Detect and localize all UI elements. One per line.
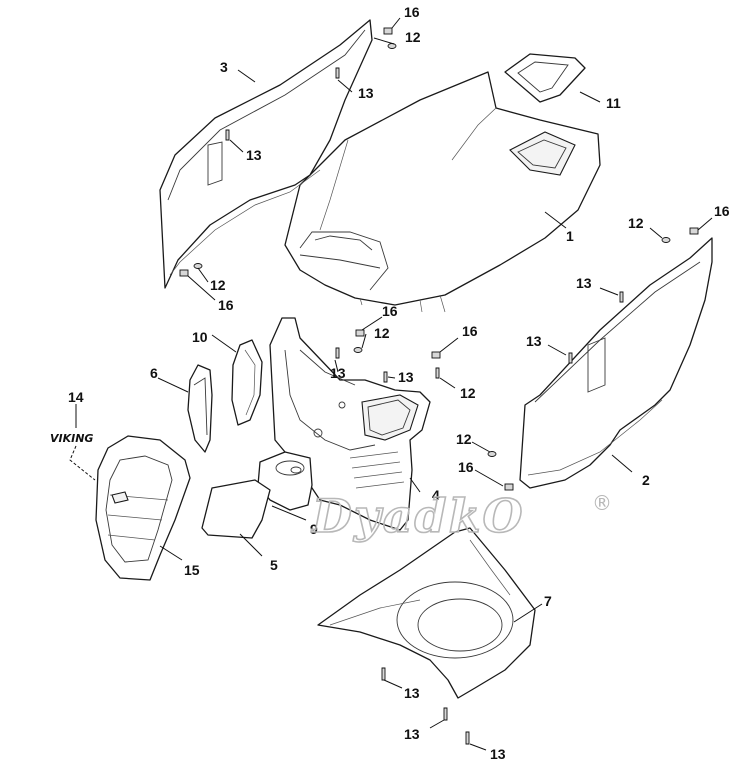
callout-16: 16 [462,323,478,339]
part-2-right-panel [519,237,713,489]
callout-11: 11 [606,95,621,111]
callout-4: 4 [432,487,440,503]
callout-13: 13 [490,746,506,762]
leader-lines [69,17,713,751]
callout-12: 12 [456,431,472,447]
part-10-lens [231,339,263,426]
callout-13: 13 [576,275,592,291]
callout-15: 15 [184,562,200,578]
callout-13: 13 [358,85,374,101]
callout-7: 7 [544,593,552,609]
callout-16: 16 [714,203,730,219]
callout-10: 10 [192,329,208,345]
callout-16: 16 [382,303,398,319]
part-15-front-grille [95,435,191,581]
callout-16: 16 [458,459,474,475]
callout-14: 14 [68,389,84,405]
callout-16: 16 [404,4,420,20]
part-hood [284,71,601,313]
callout-1: 1 [566,228,574,244]
callout-13: 13 [404,726,420,742]
hardware-fasteners [179,27,699,745]
callout-13: 13 [526,333,542,349]
part-3-left-panel [159,19,373,289]
callout-12: 12 [460,385,476,401]
brand-logo-text: VIKING [50,432,93,445]
part-5-flat-panel [201,479,271,539]
callout-13: 13 [404,685,420,701]
watermark-registered-mark: ® [592,491,612,515]
callout-labels: 1 2 3 4 5 6 7 9 10 11 12 12 12 12 12 12 … [68,4,730,762]
callout-13: 13 [330,365,346,381]
callout-13: 13 [246,147,262,163]
part-7-lower-shroud [317,527,536,699]
viking-logo: VIKING [50,432,93,445]
callout-6: 6 [150,365,158,381]
callout-12: 12 [374,325,390,341]
callout-3: 3 [220,59,228,75]
part-11-frame [504,53,586,103]
part-6-small-panel [187,364,213,453]
callout-12: 12 [628,215,644,231]
callout-13: 13 [398,369,414,385]
callout-2: 2 [642,472,650,488]
callout-12: 12 [210,277,226,293]
callout-12: 12 [405,29,421,45]
callout-16: 16 [218,297,234,313]
watermark-text: DyadkO [310,489,525,543]
callout-5: 5 [270,557,278,573]
watermark: DyadkO ® [309,488,612,544]
callout-9: 9 [310,521,318,537]
